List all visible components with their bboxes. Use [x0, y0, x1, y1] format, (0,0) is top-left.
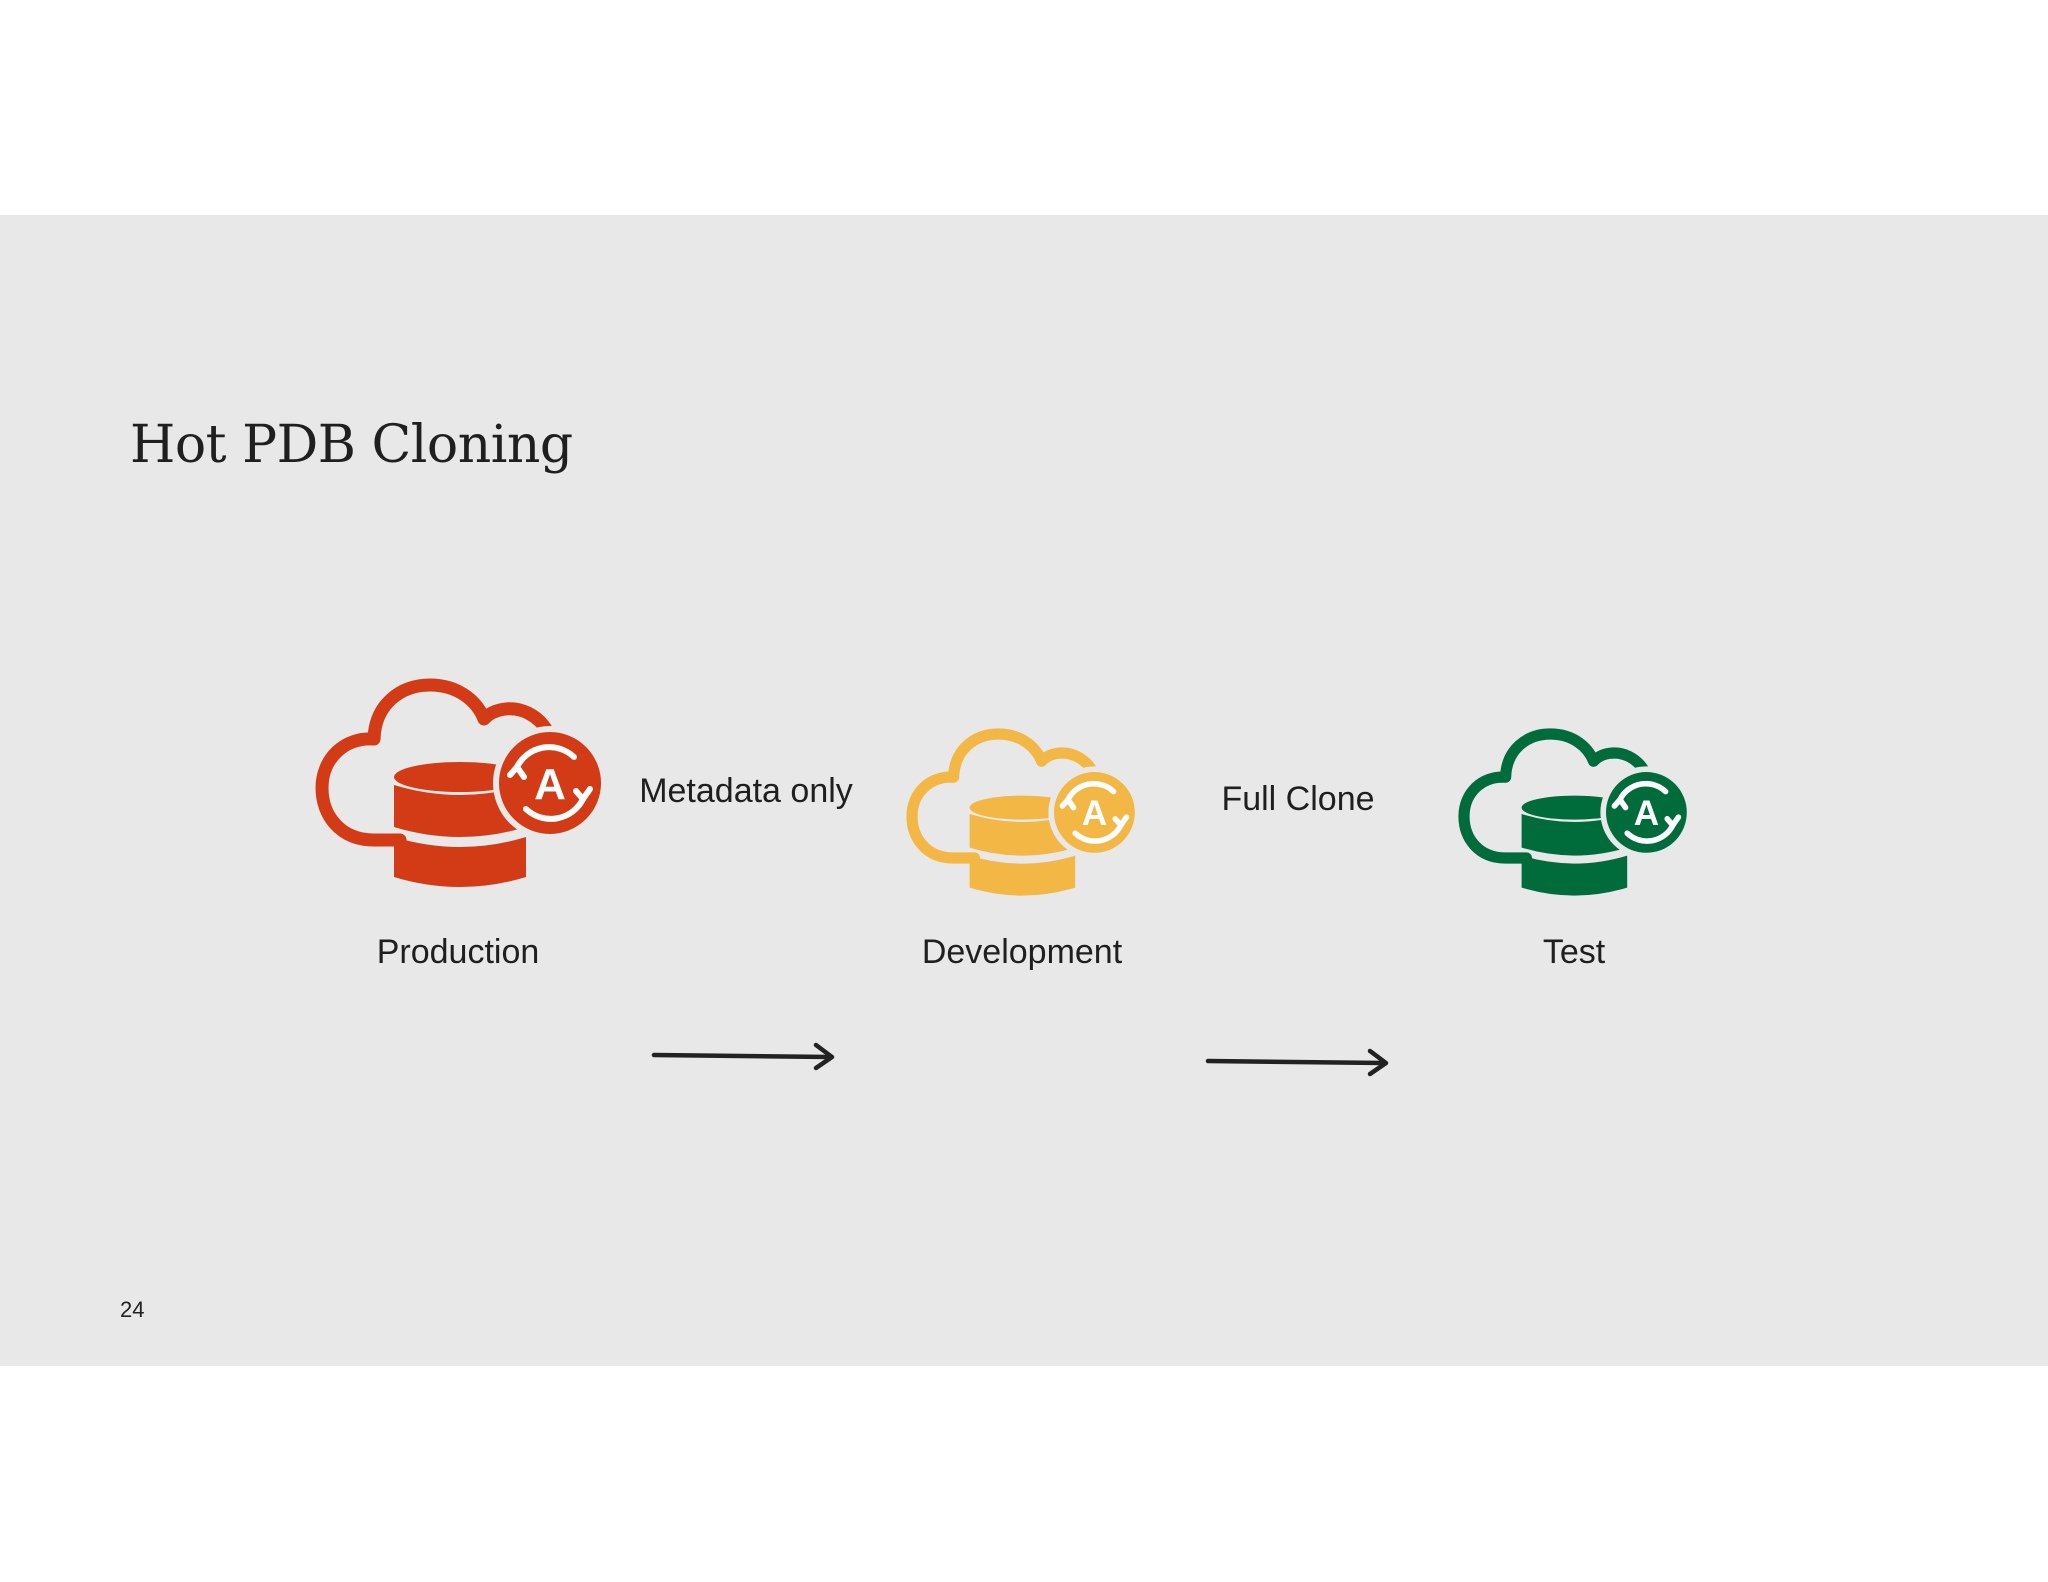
- page-number: 24: [120, 1297, 145, 1322]
- node-label-development: Development: [921, 933, 1123, 971]
- edge-label-metadata-only: Metadata only: [639, 772, 853, 810]
- svg-text:A: A: [1082, 794, 1107, 833]
- arrow-production-to-development: [651, 1042, 835, 1071]
- svg-text:A: A: [534, 760, 566, 809]
- test-cloud-database-icon: A: [1458, 728, 1693, 896]
- slide-title: Hot PDB Cloning: [130, 415, 573, 475]
- slide-background: Hot PDB Cloning A: [0, 215, 2048, 1366]
- edge-label-full-clone: Full Clone: [1221, 780, 1375, 818]
- development-cloud-database-icon: A: [906, 728, 1141, 896]
- production-cloud-database-icon: A: [315, 678, 607, 887]
- svg-text:A: A: [1634, 794, 1659, 833]
- arrow-development-to-test: [1205, 1048, 1389, 1077]
- node-label-test: Test: [1542, 933, 1606, 971]
- node-label-production: Production: [376, 933, 540, 971]
